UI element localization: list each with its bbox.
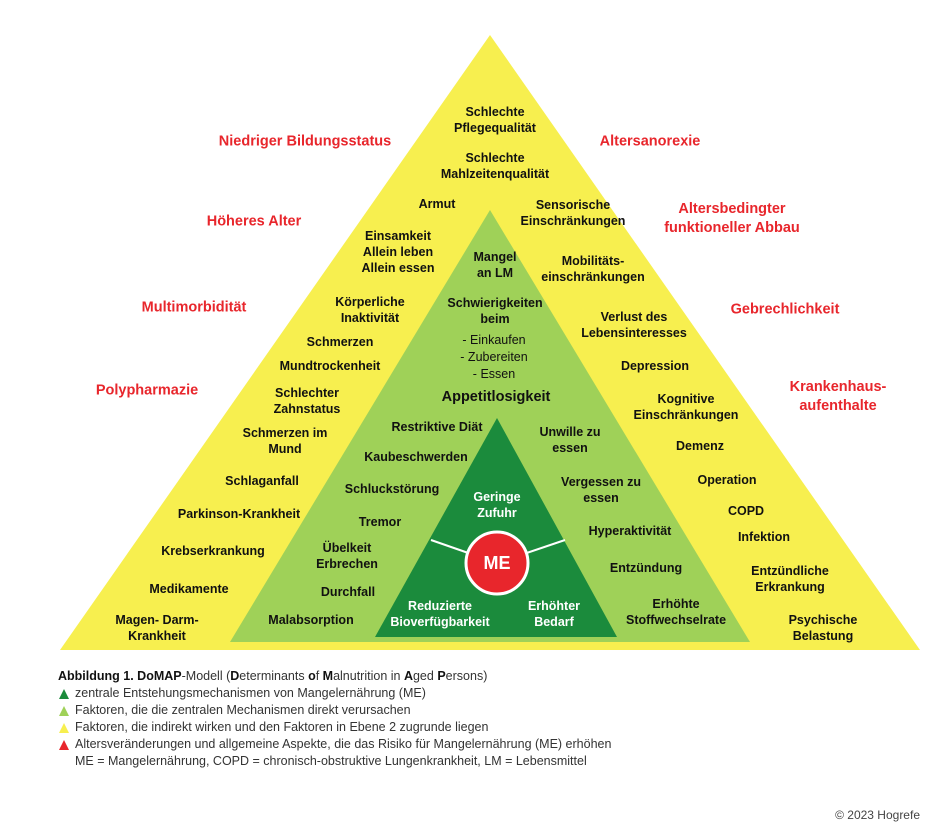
factor-hyperactivity: Hyperaktivität: [588, 524, 672, 538]
yellow-triangle-icon: [59, 722, 69, 733]
factor-poor-meal-quality: Schlechte Mahlzeitenqualität: [440, 151, 550, 181]
factor-loss-of-interest: Verlust des Lebensinteresses: [581, 310, 687, 340]
legend-figure-number: Abbildung 1.: [58, 669, 138, 683]
legend-item-text: Faktoren, die die zentralen Mechanismen …: [75, 703, 411, 717]
factor-mobility-impairment: Mobilitäts-einschränkungen: [541, 254, 645, 284]
mechanism-low-intake: Geringe Zufuhr: [473, 490, 521, 520]
legend-title-initial: M: [322, 669, 334, 683]
factor-preparing: - Zubereiten: [460, 350, 528, 364]
factor-cancer: Krebserkrankung: [161, 544, 265, 558]
risk-frailty: Gebrechlichkeit: [730, 301, 840, 318]
factor-tremor: Tremor: [358, 515, 402, 529]
factor-lack-of-food: Mangel an LM: [473, 250, 517, 280]
me-circle: [464, 530, 530, 596]
factor-dry-mouth: Mundtrockenheit: [279, 359, 381, 373]
factor-medication: Medikamente: [149, 582, 229, 596]
red-triangle-icon: [59, 739, 69, 750]
legend-title-initial: A: [403, 669, 413, 683]
factor-mouth-pain: Schmerzen im Mund: [242, 426, 328, 456]
factor-restrictive-diet: Restriktive Diät: [391, 420, 483, 434]
legend-title-initial: o: [308, 669, 316, 683]
me-label: ME: [483, 553, 511, 573]
legend-title-part: eterminants: [239, 669, 309, 683]
factor-infection: Infektion: [737, 530, 791, 544]
mechanism-reduced-bioavailability: Reduzierte Bioverfügbarkeit: [390, 599, 490, 629]
factor-eating: - Essen: [472, 367, 516, 381]
legend-item-red: Altersveränderungen und allgemeine Aspek…: [58, 736, 758, 753]
factor-poverty: Armut: [418, 197, 456, 211]
factor-dysphagia: Schluckstörung: [344, 482, 440, 496]
mechanism-increased-need: Erhöhter Bedarf: [527, 599, 581, 629]
factor-unwilling-to-eat: Unwille zu essen: [539, 425, 601, 455]
factor-stroke: Schlaganfall: [225, 474, 299, 488]
legend-item-dark-green: zentrale Entstehungsmechanismen von Mang…: [58, 685, 758, 702]
factor-chewing-problems: Kaubeschwerden: [364, 450, 468, 464]
figure-legend: Abbildung 1. DoMAP-Modell (Determinants …: [58, 668, 758, 770]
factor-physical-inactivity: Körperliche Inaktivität: [335, 295, 405, 325]
legend-item-yellow: Faktoren, die indirekt wirken und den Fa…: [58, 719, 758, 736]
factor-sensory-impairment: Sensorische Einschränkungen: [520, 198, 626, 228]
factor-inflammation: Entzündung: [609, 561, 683, 575]
factor-increased-metabolic-rate: Erhöhte Stoffwechselrate: [625, 597, 727, 627]
factor-difficulties: Schwierigkeiten beim: [447, 296, 543, 326]
legend-title-part: alnutrition in: [333, 669, 404, 683]
factor-depression: Depression: [620, 359, 690, 373]
risk-polypharmacy: Polypharmazie: [95, 382, 199, 399]
middle-green-triangle: [230, 210, 750, 642]
factor-psychological-stress: Psychische Belastung: [788, 613, 858, 643]
domap-diagram: Niedriger Bildungsstatus Höheres Alter M…: [60, 35, 920, 650]
factor-parkinson: Parkinson-Krankheit: [177, 507, 301, 521]
factor-cognitive-impairment: Kognitive Einschränkungen: [633, 392, 739, 422]
factor-malabsorption: Malabsorption: [268, 613, 354, 627]
copyright-notice: © 2023 Hogrefe: [835, 808, 920, 822]
legend-item-text: Faktoren, die indirekt wirken und den Fa…: [75, 720, 489, 734]
factor-poor-dental-status: Schlechter Zahnstatus: [273, 386, 341, 416]
factor-inflammatory-disease: Entzündliche Erkrankung: [751, 564, 829, 594]
factor-shopping: - Einkaufen: [462, 333, 526, 347]
factor-dementia: Demenz: [676, 439, 724, 453]
risk-low-education: Niedriger Bildungsstatus: [218, 133, 392, 150]
legend-title: Abbildung 1. DoMAP-Modell (Determinants …: [58, 668, 758, 685]
factor-loss-of-appetite: Appetitlosigkeit: [441, 389, 551, 405]
factor-nausea-vomiting: Übelkeit Erbrechen: [316, 541, 378, 571]
light-green-triangle-icon: [59, 705, 69, 716]
inner-dark-green-triangle: [375, 418, 617, 637]
risk-hospital-stays: Krankenhaus-aufenthalte: [789, 379, 887, 414]
factor-gi-disease: Magen- Darm-Krankheit: [115, 613, 199, 643]
legend-title-part: -Modell (: [181, 669, 231, 683]
factor-surgery: Operation: [697, 473, 757, 487]
factor-forgetting-to-eat: Vergessen zu essen: [561, 475, 641, 505]
legend-item-text: zentrale Entstehungsmechanismen von Mang…: [75, 686, 426, 700]
legend-item-text: Altersveränderungen und allgemeine Aspek…: [75, 737, 612, 751]
risk-age-anorexia: Altersanorexie: [599, 133, 701, 150]
factor-poor-care-quality: Schlechte Pflegequalität: [454, 105, 536, 135]
factor-copd: COPD: [727, 504, 765, 518]
legend-item-light-green: Faktoren, die die zentralen Mechanismen …: [58, 702, 758, 719]
dark-green-triangle-icon: [59, 688, 69, 699]
legend-title-part: ersons): [445, 669, 488, 683]
pyramid-shapes: [60, 35, 920, 650]
legend-title-initial: D: [230, 669, 240, 683]
factor-pain: Schmerzen: [306, 335, 374, 349]
factor-loneliness: Einsamkeit Allein leben Allein essen: [361, 229, 435, 275]
legend-model-name: DoMAP: [137, 669, 182, 683]
legend-abbreviations: ME = Mangelernährung, COPD = chronisch-o…: [75, 754, 587, 768]
legend-title-initial: P: [437, 669, 446, 683]
risk-functional-decline: Altersbedingter funktioneller Abbau: [664, 201, 800, 236]
risk-older-age: Höheres Alter: [206, 213, 302, 230]
factor-diarrhea: Durchfall: [320, 585, 376, 599]
legend-title-part: f: [315, 669, 323, 683]
legend-title-part: ged: [412, 669, 438, 683]
risk-multimorbidity: Multimorbidität: [141, 299, 247, 316]
